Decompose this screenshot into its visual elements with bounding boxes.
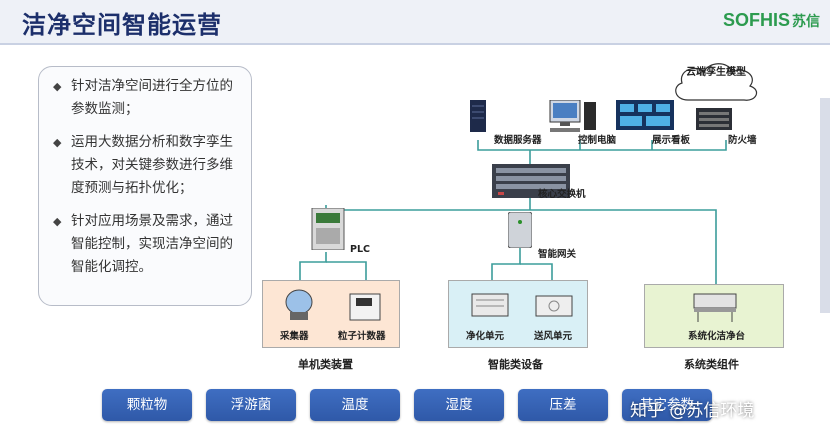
node-plc: PLC [350,244,370,255]
group-label-smart: 智能类设备 [488,358,543,371]
bullet-item: ◆ 运用大数据分析和数字孪生技术，对关键参数进行多维度预测与拓扑优化； [53,131,243,200]
title-bar [0,0,830,44]
bullet-text: 针对应用场景及需求，通过智能控制，实现洁净空间的智能化调控。 [71,213,233,275]
plc-icon [311,208,345,250]
group-label-standalone: 单机类装置 [298,358,353,371]
computer-icon [549,100,596,132]
node-particle-counter: 粒子计数器 [338,331,386,342]
node-display-board: 展示看板 [652,135,691,146]
node-data-server: 数据服务器 [494,135,542,146]
node-collector: 采集器 [280,331,309,342]
cloud-label: 云端孪生模型 [686,67,746,78]
node-clean-bench: 系统化洁净台 [688,331,746,342]
device-group-smart [448,280,588,348]
title-divider [0,43,830,45]
node-air-supply-unit: 送风单元 [534,331,573,342]
param-particulate: 颗粒物 [102,389,192,421]
clean-bench-icon [693,293,737,322]
air-supply-unit-icon [535,295,573,317]
logo-latin: SOFHIS [722,10,790,30]
param-airborne-bacteria: 浮游菌 [206,389,296,421]
collector-icon [285,289,313,320]
bullet-panel: ◆ 针对洁净空间进行全方位的参数监测； ◆ 运用大数据分析和数字孪生技术，对关键参数… [38,66,252,306]
cloud-icon [675,63,758,101]
param-other: 其它参数 [622,389,712,421]
firewall-icon [696,108,732,130]
bullet-item: ◆ 针对洁净空间进行全方位的参数监测； [53,75,243,121]
server-rack-icon [470,100,486,132]
gateway-icon [508,212,532,248]
bullet-text: 针对洁净空间进行全方位的参数监测； [71,78,233,117]
dashboard-screen-icon [616,100,674,130]
node-purification-unit: 净化单元 [466,331,505,342]
core-switch-icon [492,164,570,198]
node-control-pc: 控制电脑 [578,135,617,146]
param-humidity: 湿度 [414,389,504,421]
page-title: 洁净空间智能运营 [22,11,222,39]
particle-counter-icon [349,293,381,321]
bullet-text: 运用大数据分析和数字孪生技术，对关键参数进行多维度预测与拓扑优化； [71,134,233,196]
param-pressure-diff: 压差 [518,389,608,421]
node-core-switch: 核心交换机 [538,189,586,200]
scroll-edge [820,98,830,313]
diamond-icon: ◆ [53,215,62,228]
watermark: 知乎 @苏信环境 [630,401,755,421]
logo-cn: 苏信 [792,13,820,29]
param-temperature: 温度 [310,389,400,421]
node-gateway: 智能网关 [538,249,577,260]
bullet-item: ◆ 针对应用场景及需求，通过智能控制，实现洁净空间的智能化调控。 [53,210,243,279]
diamond-icon: ◆ [53,136,62,149]
node-firewall: 防火墙 [728,135,757,146]
purification-unit-icon [471,293,509,317]
group-label-system: 系统类组件 [684,358,739,371]
diamond-icon: ◆ [53,80,62,93]
